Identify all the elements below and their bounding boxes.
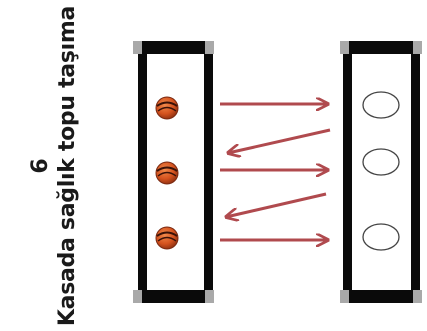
right-lane-top-cap-inner <box>349 41 413 54</box>
left-lane-top-cap-inner <box>142 41 205 54</box>
arrow-icon <box>226 194 326 217</box>
medicine-ball-icon <box>156 162 178 184</box>
left-lane-left-line <box>138 54 147 290</box>
left-lane-right-line <box>204 54 213 290</box>
right-lane-bottom-cap-inner <box>349 290 413 303</box>
medicine-ball-icon <box>156 97 178 119</box>
right-lane-left-line <box>343 54 352 290</box>
medicine-ball-icon <box>156 227 178 249</box>
target-ring-icon <box>363 92 399 118</box>
left-lane-bottom-cap-inner <box>142 290 205 303</box>
target-ring-icon <box>363 224 399 250</box>
target-ring-icon <box>363 149 399 175</box>
right-lane-right-line <box>411 54 420 290</box>
arrow-icon <box>228 130 330 153</box>
